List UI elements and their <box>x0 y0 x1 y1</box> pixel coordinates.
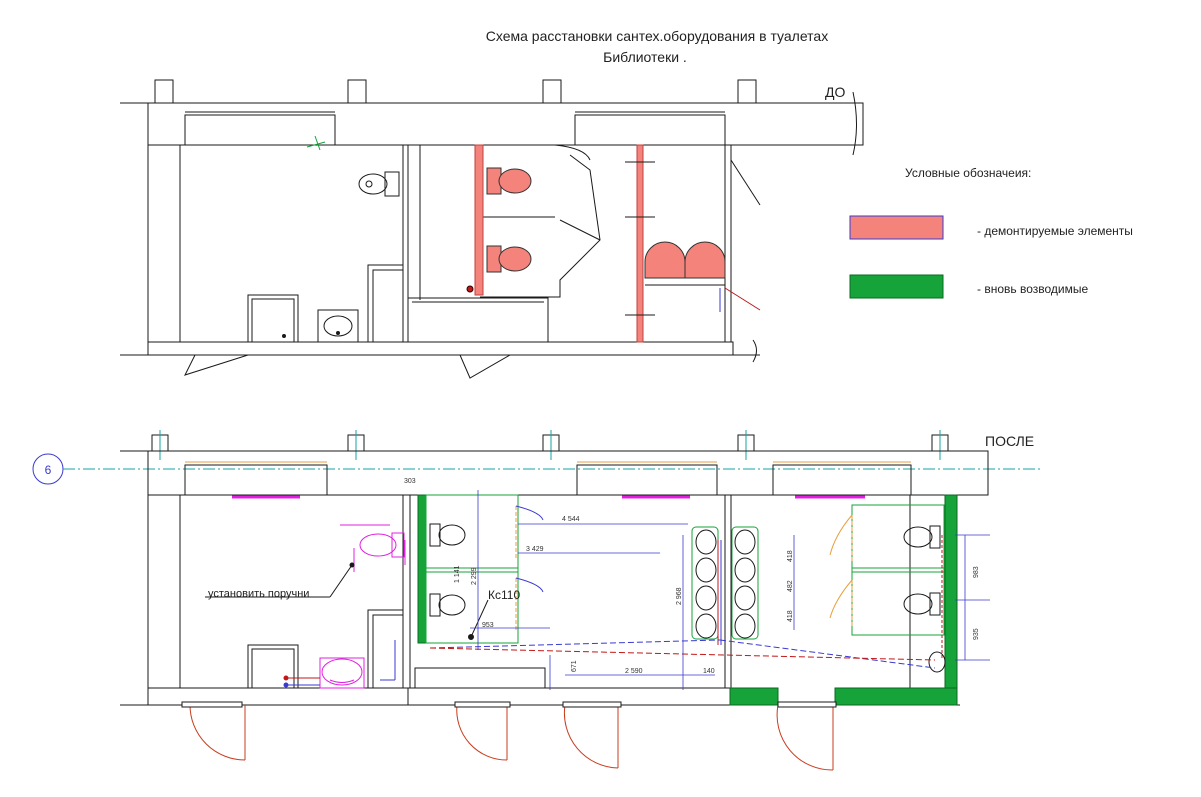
urinal-icon <box>928 651 946 673</box>
toilet-icon <box>903 525 941 549</box>
toilet-icon <box>486 167 532 195</box>
door-swing-icon <box>189 704 834 771</box>
legend-label-new: - вновь возводимые <box>977 282 1088 296</box>
dim-4544: 4 544 <box>562 516 580 523</box>
toilet-icon <box>359 532 405 558</box>
axis-marker-icon: 6 <box>32 453 64 485</box>
drawing-title-line1: Схема расстановки сантех.оборудования в … <box>486 28 828 44</box>
sink-icon <box>319 657 365 689</box>
drawing-title-line2: Библиотеки . <box>603 49 687 65</box>
toilet-icon <box>429 523 466 547</box>
plan-before: ДО <box>120 79 864 379</box>
legend-label-demolished: - демонтируемые элементы <box>977 224 1133 238</box>
dimension-lines <box>470 490 990 690</box>
grab-bar-icon <box>340 524 406 572</box>
dim-418a: 418 <box>787 550 794 562</box>
dim-303: 303 <box>404 478 416 485</box>
dim-2968: 2 968 <box>676 587 683 605</box>
dim-935: 935 <box>973 628 980 640</box>
dim-983: 983 <box>973 566 980 578</box>
urinal-icon <box>695 529 756 639</box>
dim-953: 953 <box>482 622 494 629</box>
toilet-icon <box>429 593 466 617</box>
handrails-note: установить поручни <box>208 588 309 600</box>
toilet-icon <box>358 171 400 197</box>
toilet-icon <box>486 245 532 273</box>
dimension-labels: 303 4 544 3 429 2 299 1 141 2 968 953 67… <box>404 478 980 675</box>
legend-title: Условные обозначеия: <box>905 166 1031 180</box>
label-before: ДО <box>825 84 845 100</box>
urinal-icon <box>644 241 726 286</box>
dim-3429: 3 429 <box>526 546 544 553</box>
dim-671: 671 <box>571 660 578 672</box>
dim-2299: 2 299 <box>471 567 478 585</box>
legend-swatch-new <box>849 274 944 299</box>
door-swing-icon <box>184 159 761 379</box>
dim-482: 482 <box>787 580 794 592</box>
dim-140: 140 <box>703 668 715 675</box>
dim-2590: 2 590 <box>625 668 643 675</box>
riser-label: Кс110 <box>488 588 520 602</box>
toilet-icon <box>903 592 941 616</box>
plan-after: ПОСЛЕ 6 <box>32 430 1040 771</box>
dim-418b: 418 <box>787 610 794 622</box>
axis-marker-label: 6 <box>45 463 52 477</box>
legend: Условные обозначеия: - демонтируемые эле… <box>849 166 1133 299</box>
dim-1141: 1 141 <box>454 565 461 583</box>
label-after: ПОСЛЕ <box>985 433 1034 449</box>
sink-icon <box>317 309 359 343</box>
legend-swatch-demolished <box>849 215 944 240</box>
